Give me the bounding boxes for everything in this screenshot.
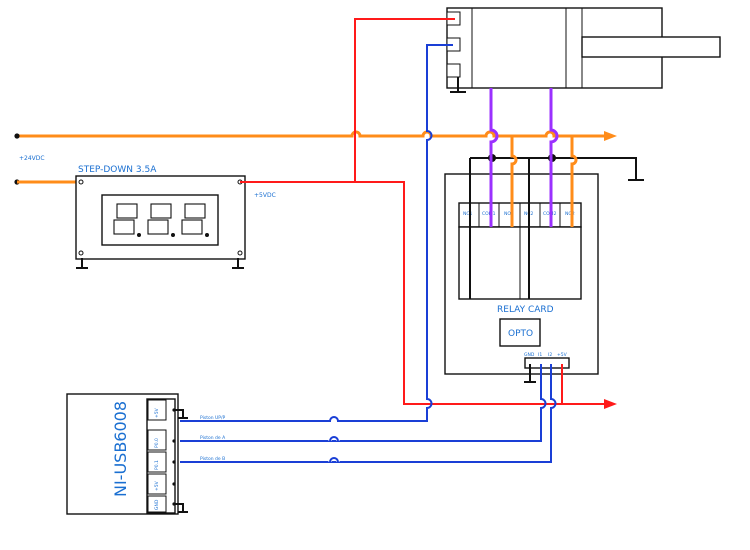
daq-pin-5v-bottom bbox=[147, 473, 167, 495]
opto-block bbox=[499, 318, 541, 347]
supply-24v-label: +24VDC bbox=[19, 155, 45, 162]
step-down-converter bbox=[75, 175, 246, 269]
pneumatic-cylinder bbox=[446, 7, 721, 93]
opto-pin-5v: +5V bbox=[557, 352, 568, 358]
cylinder-port-3 bbox=[446, 63, 461, 78]
relay-com-wires bbox=[489, 88, 559, 227]
relay-terminal-no2: NO2 bbox=[565, 211, 575, 217]
cylinder-rod bbox=[581, 36, 721, 58]
relay-terminal-no1: NO1 bbox=[504, 211, 514, 217]
daq-pin-label-5v-2: +5V bbox=[154, 480, 160, 491]
supply-5v-wire bbox=[240, 18, 617, 409]
supply-24v-bus bbox=[14, 130, 617, 185]
daq-pin-gnd bbox=[147, 495, 167, 513]
opto-pin-gnd: GND bbox=[524, 352, 535, 358]
daq-signal-label-2: Piston de A bbox=[200, 435, 226, 441]
cylinder-ground-icon bbox=[450, 77, 466, 93]
opto-connector bbox=[524, 357, 570, 369]
daq-pin-p00 bbox=[147, 429, 167, 451]
display-digit-3 bbox=[181, 203, 209, 237]
daq-title: NI-USB6008 bbox=[111, 401, 130, 497]
seven-segment-display bbox=[113, 203, 209, 237]
daq-pin-label-p00: P0.0 bbox=[154, 438, 160, 448]
relay-terminal-com1: COM1 bbox=[482, 211, 496, 217]
daq-pin-label-gnd: GND bbox=[154, 499, 160, 510]
daq-signal-label-3: Piston de B bbox=[200, 456, 225, 462]
relay-card-title: RELAY CARD bbox=[497, 305, 554, 315]
opto-label: OPTO bbox=[508, 329, 533, 339]
stepdown-title: STEP-DOWN 3.5A bbox=[78, 165, 157, 175]
display-digit-1 bbox=[113, 203, 141, 237]
daq-pin-5v-top bbox=[147, 399, 167, 421]
signal-wire-cylinder bbox=[180, 44, 453, 422]
relay-no-wires bbox=[510, 136, 578, 227]
opto-pin-i1: I1 bbox=[538, 352, 542, 358]
daq-pin-label-p01: P0.1 bbox=[154, 460, 160, 470]
daq-signal-label-1: Piston UP/P bbox=[200, 415, 226, 421]
opto-pin-i2: I2 bbox=[548, 352, 552, 358]
daq-pin-label-5v: +5V bbox=[154, 407, 160, 418]
supply-5v-label: +5VDC bbox=[254, 192, 276, 199]
relay-card bbox=[444, 173, 599, 375]
display-digit-2 bbox=[147, 203, 175, 237]
daq-pin-p01 bbox=[147, 451, 167, 473]
ni-usb6008-daq bbox=[66, 393, 188, 515]
relay-terminal-nc1: NC1 bbox=[463, 211, 473, 217]
opto-wiring bbox=[180, 364, 563, 463]
